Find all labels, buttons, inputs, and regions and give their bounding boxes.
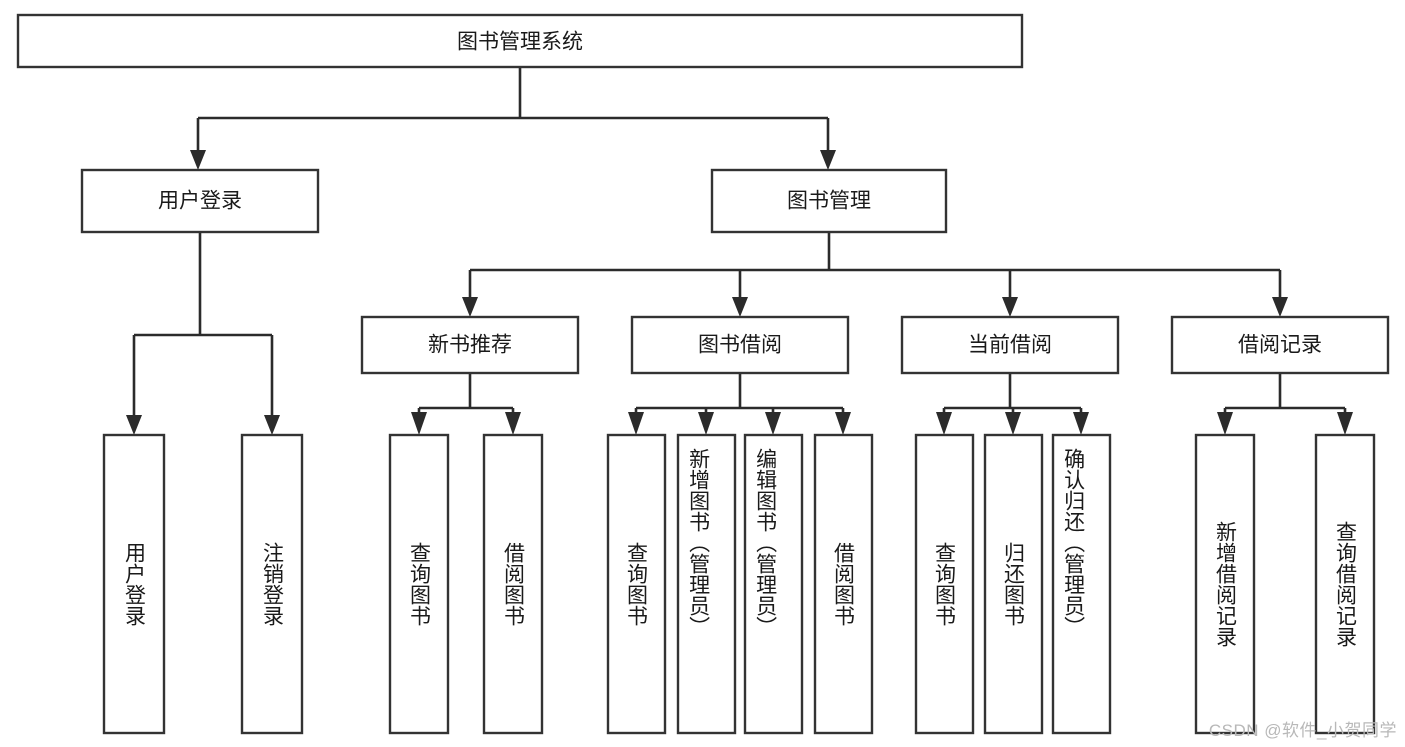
leaf-cb-query-book-label: 查询图书 xyxy=(933,542,957,626)
leaf-nbr-borrow-book-box[interactable] xyxy=(482,433,544,735)
arrow-head-current-borrow xyxy=(1002,297,1018,317)
arrow-head-nbr-borrow-book xyxy=(505,412,521,435)
leaf-user-login-box[interactable] xyxy=(102,433,166,735)
leaf-bb-add-book-box[interactable] xyxy=(676,433,737,735)
arrow-head-user-login xyxy=(190,150,206,170)
node-root-box[interactable] xyxy=(16,13,1024,69)
leaf-br-query-record-box[interactable] xyxy=(1314,433,1376,735)
node-book-borrow[interactable]: 图书借阅 xyxy=(630,315,850,375)
arrow-head-bb-query-book xyxy=(628,412,644,435)
node-book-manage-box[interactable] xyxy=(710,168,948,234)
arrow-head-cb-query-book xyxy=(936,412,952,435)
leaf-node-bb-add-book[interactable]: 新增图书（管理员） xyxy=(676,433,737,735)
arrow-head-bb-borrow-book xyxy=(835,412,851,435)
node-book-manage-label: 图书管理 xyxy=(787,190,871,213)
node-book-borrow-box[interactable] xyxy=(630,315,850,375)
leaf-node-bb-edit-book[interactable]: 编辑图书（管理员） xyxy=(743,433,804,735)
leaf-nbr-borrow-book-label: 借阅图书 xyxy=(502,542,526,626)
leaf-user-logout-label: 注销登录 xyxy=(261,542,285,626)
arrow-head-borrow-record xyxy=(1272,297,1288,317)
leaf-br-add-record-label: 新增借阅记录 xyxy=(1214,521,1238,647)
leaf-cb-return-book-box[interactable] xyxy=(983,433,1044,735)
node-user-login-label: 用户登录 xyxy=(158,190,242,213)
leaf-user-logout-box[interactable] xyxy=(240,433,304,735)
leaf-node-br-query-record[interactable]: 查询借阅记录 xyxy=(1314,433,1376,735)
arrow-head-br-add-record xyxy=(1217,412,1233,435)
leaf-user-login-label: 用户登录 xyxy=(123,542,147,626)
node-borrow-record-box[interactable] xyxy=(1170,315,1390,375)
arrow-head-bb-add-book xyxy=(698,412,714,435)
connector-layer xyxy=(126,67,1353,435)
arrow-head-cb-confirm-return xyxy=(1073,412,1089,435)
leaf-br-query-record-label: 查询借阅记录 xyxy=(1334,521,1358,647)
leaf-node-bb-borrow-book[interactable]: 借阅图书 xyxy=(813,433,874,735)
leaf-node-bb-query-book[interactable]: 查询图书 xyxy=(606,433,667,735)
leaf-node-nbr-query-book[interactable]: 查询图书 xyxy=(388,433,450,735)
node-root[interactable]: 图书管理系统 xyxy=(16,13,1024,69)
csdn-watermark: CSDN @软件_小贺同学 xyxy=(1208,721,1397,740)
node-borrow-record-label: 借阅记录 xyxy=(1238,334,1322,357)
leaf-node-cb-return-book[interactable]: 归还图书 xyxy=(983,433,1044,735)
node-borrow-record[interactable]: 借阅记录 xyxy=(1170,315,1390,375)
arrow-head-cb-return-book xyxy=(1005,412,1021,435)
leaf-node-nbr-borrow-book[interactable]: 借阅图书 xyxy=(482,433,544,735)
node-current-borrow[interactable]: 当前借阅 xyxy=(900,315,1120,375)
leaf-br-add-record-box[interactable] xyxy=(1194,433,1256,735)
node-user-login-box[interactable] xyxy=(80,168,320,234)
arrow-head-bb-edit-book xyxy=(765,412,781,435)
node-new-book-recommend-box[interactable] xyxy=(360,315,580,375)
leaf-nbr-query-book-box[interactable] xyxy=(388,433,450,735)
leaf-node-user-login[interactable]: 用户登录 xyxy=(102,433,166,735)
leaf-bb-query-book-box[interactable] xyxy=(606,433,667,735)
leaf-bb-edit-book-box[interactable] xyxy=(743,433,804,735)
node-current-borrow-label: 当前借阅 xyxy=(968,334,1052,357)
arrow-head-br-query-record xyxy=(1337,412,1353,435)
arrow-head-book-manage xyxy=(820,150,836,170)
node-new-book-recommend[interactable]: 新书推荐 xyxy=(360,315,580,375)
leaf-node-user-logout[interactable]: 注销登录 xyxy=(240,433,304,735)
leaf-bb-add-book-label: 新增图书（管理员） xyxy=(687,448,711,637)
leaf-cb-return-book-label: 归还图书 xyxy=(1002,542,1026,626)
arrow-head-book-borrow xyxy=(732,297,748,317)
leaf-nbr-query-book-label: 查询图书 xyxy=(408,542,432,626)
node-book-manage[interactable]: 图书管理 xyxy=(710,168,948,234)
leaf-cb-confirm-return-label: 确认归还（管理员） xyxy=(1062,448,1086,637)
leaf-bb-borrow-book-box[interactable] xyxy=(813,433,874,735)
leaf-bb-query-book-label: 查询图书 xyxy=(625,542,649,626)
node-user-login[interactable]: 用户登录 xyxy=(80,168,320,234)
arrow-head-new-book-recommend xyxy=(462,297,478,317)
node-book-borrow-label: 图书借阅 xyxy=(698,334,782,357)
leaf-bb-borrow-book-label: 借阅图书 xyxy=(832,542,856,626)
leaf-cb-confirm-return-box[interactable] xyxy=(1051,433,1112,735)
arrow-head-leaf-user-login xyxy=(126,415,142,435)
leaf-bb-edit-book-label: 编辑图书（管理员） xyxy=(754,448,778,637)
leaf-node-cb-confirm-return[interactable]: 确认归还（管理员） xyxy=(1051,433,1112,735)
leaf-node-br-add-record[interactable]: 新增借阅记录 xyxy=(1194,433,1256,735)
arrow-head-leaf-user-logout xyxy=(264,415,280,435)
node-new-book-recommend-label: 新书推荐 xyxy=(428,334,512,357)
leaf-cb-query-book-box[interactable] xyxy=(914,433,975,735)
arrow-head-nbr-query-book xyxy=(411,412,427,435)
node-root-label: 图书管理系统 xyxy=(457,31,583,54)
node-current-borrow-box[interactable] xyxy=(900,315,1120,375)
leaf-node-cb-query-book[interactable]: 查询图书 xyxy=(914,433,975,735)
